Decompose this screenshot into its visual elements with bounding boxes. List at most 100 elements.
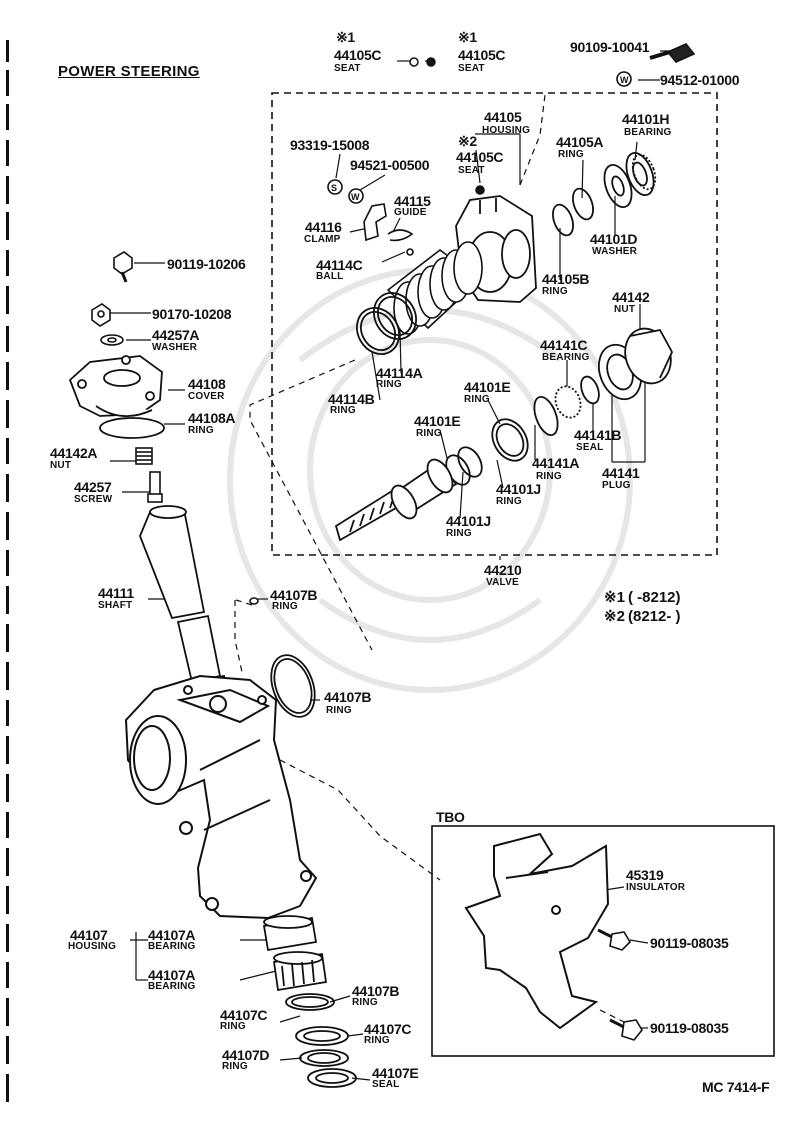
shaft-44111 — [139, 505, 230, 708]
ring-44101j-a-name: RING — [496, 496, 522, 507]
insulator-45319 — [464, 832, 610, 1030]
margin-mark — [6, 40, 9, 62]
gear-housing-44107 — [124, 674, 318, 920]
washer-44257a-number: 44257A — [152, 327, 200, 343]
cover-44108 — [68, 355, 163, 417]
ring-44101j-b-number: 44101J — [446, 513, 491, 529]
margin-mark — [6, 624, 9, 652]
ring-44101e-b-number: 44101E — [414, 413, 461, 429]
valve-assembly-frame — [271, 92, 718, 556]
washer-44257a — [100, 334, 124, 346]
tbo-frame — [431, 825, 775, 1057]
svg-text:W: W — [620, 75, 629, 85]
ring-44107d-number: 44107D — [222, 1047, 270, 1063]
plug-and-nut — [533, 327, 674, 437]
ball-name: BALL — [316, 271, 344, 282]
circle-s-93319: S — [327, 179, 343, 195]
washer-top-number: 94512-01000 — [660, 72, 740, 88]
margin-mark — [6, 812, 9, 838]
bearing-44101h-name: BEARING — [624, 127, 672, 138]
clamp-name: CLAMP — [304, 234, 341, 245]
rings-44114 — [356, 292, 417, 355]
seat-b-name: SEAT — [458, 63, 485, 74]
ball-number: 44114C — [316, 257, 363, 273]
ring-44105b-number: 44105B — [542, 271, 590, 287]
margin-mark — [6, 286, 9, 314]
nut-90170 — [91, 303, 111, 327]
ring-44107d-name: RING — [222, 1061, 248, 1072]
margin-mark — [6, 212, 9, 240]
leader-lines — [110, 50, 686, 1081]
bearings-44107a — [262, 915, 328, 992]
ring-44107c-a-number: 44107C — [220, 1007, 268, 1023]
bolt-90119-08035-a-number: 90119-08035 — [650, 935, 729, 951]
part-93319-number: 93319-15008 — [290, 137, 370, 153]
nut-44142-number: 44142 — [612, 289, 650, 305]
seal-44141b-number: 44141B — [574, 427, 622, 443]
margin-mark — [6, 998, 9, 1026]
seat-c-name: SEAT — [458, 165, 485, 176]
margin-mark — [6, 362, 9, 390]
bolt-top-number: 90109-10041 — [570, 39, 650, 55]
ring-44107c-b-number: 44107C — [364, 1021, 412, 1037]
top-bolt-90109 — [649, 43, 696, 63]
note-1-mark: ※1 — [604, 589, 625, 606]
bearing-44107a-a-name: BEARING — [148, 941, 196, 952]
margin-mark — [6, 662, 9, 690]
margin-mark — [6, 1074, 9, 1102]
bearing-44107a-a-number: 44107A — [148, 927, 196, 943]
bolt-90119-10206-number: 90119-10206 — [167, 256, 246, 272]
note-2-range: (8212- ) — [628, 608, 681, 625]
margin-mark — [6, 886, 9, 914]
nut-44142-name: NUT — [614, 304, 636, 315]
margin-mark — [6, 774, 9, 802]
housing-44107-name: HOUSING — [68, 941, 117, 952]
nut-44142a — [135, 447, 153, 465]
part-94521-number: 94521-00500 — [350, 157, 430, 173]
shaft-44111-number: 44111 — [98, 585, 134, 601]
valve-body-ribs — [386, 241, 483, 335]
washer-44101d-name: WASHER — [592, 246, 638, 257]
margin-mark — [6, 512, 9, 540]
nut-90170-number: 90170-10208 — [152, 306, 232, 322]
note-2-mark: ※2 — [604, 608, 625, 625]
margin-mark — [6, 586, 9, 614]
bearing-44141c-number: 44141C — [540, 337, 588, 353]
nut-44142a-name: NUT — [50, 460, 72, 471]
cover-44108-number: 44108 — [188, 376, 226, 392]
plug-44141-name: PLUG — [602, 480, 631, 491]
screw-44257-name: SCREW — [74, 494, 113, 505]
guide-name: GUIDE — [394, 207, 427, 218]
bearing-44107a-b-name: BEARING — [148, 981, 196, 992]
margin-mark — [6, 70, 9, 96]
margin-mark — [6, 104, 9, 130]
ring-44114a-name: RING — [376, 379, 402, 390]
margin-mark — [6, 700, 9, 726]
tbo-label: TBO — [436, 809, 465, 825]
margin-mark — [6, 474, 9, 502]
washer-44257a-name: WASHER — [152, 342, 198, 353]
rings-bottom — [285, 993, 357, 1088]
ring-44101e-a-number: 44101E — [464, 379, 511, 395]
washer-44101d-number: 44101D — [590, 231, 638, 247]
margin-mark — [6, 400, 9, 428]
circle-w-94521: W — [348, 188, 364, 204]
ring-44107b-a-name: RING — [272, 601, 298, 612]
ring-44107b-c-number: 44107B — [352, 983, 400, 999]
bolt-90119-08035-b-number: 90119-08035 — [650, 1020, 729, 1036]
screw-44257 — [147, 471, 163, 503]
seat-parts-top — [409, 57, 485, 195]
bearing-44141c-name: BEARING — [542, 352, 590, 363]
svg-text:W: W — [351, 192, 360, 202]
figure-id: MC 7414-F — [702, 1079, 770, 1095]
margin-mark — [6, 848, 9, 876]
svg-text:S: S — [331, 183, 337, 193]
bearing-44107a-b-number: 44107A — [148, 967, 196, 983]
clamp-number: 44116 — [305, 219, 342, 235]
housing-44105-name: HOUSING — [482, 125, 531, 136]
margin-mark — [6, 250, 9, 276]
ring-44107b-b-number: 44107B — [324, 689, 372, 705]
seat-c-mark: ※2 — [458, 133, 477, 149]
ring-44141a-number: 44141A — [532, 455, 580, 471]
margin-mark — [6, 1036, 9, 1064]
